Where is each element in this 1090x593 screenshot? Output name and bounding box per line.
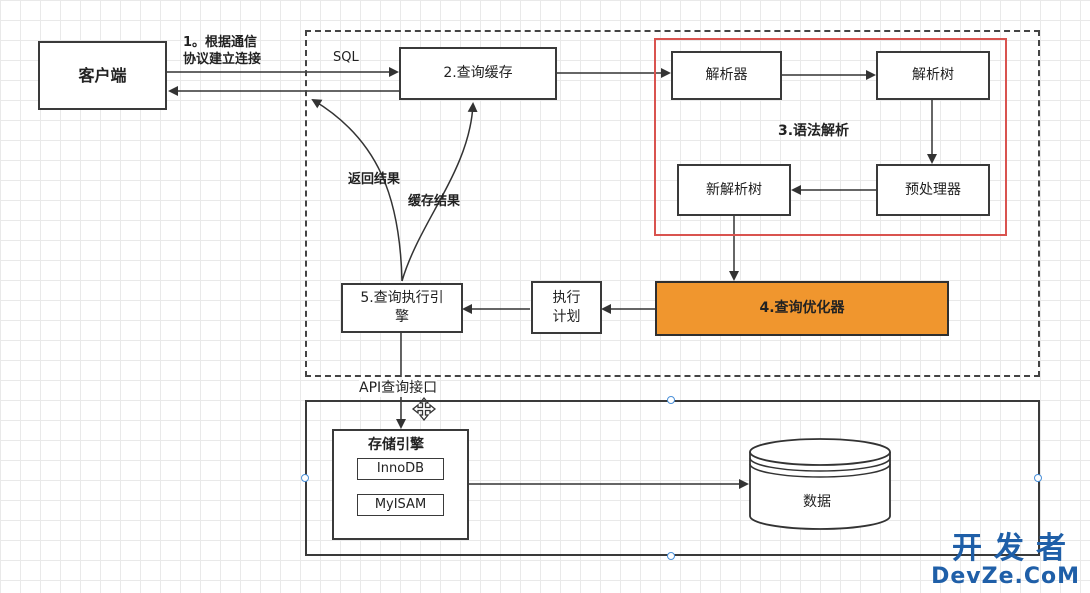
execution-engine-line2: 擎 bbox=[395, 309, 409, 325]
parse-tree-label: 解析树 bbox=[912, 67, 954, 84]
preprocessor-label: 预处理器 bbox=[905, 181, 961, 198]
client-box[interactable]: 客户端 bbox=[38, 41, 167, 110]
resize-handle-top[interactable] bbox=[667, 396, 675, 404]
execution-engine-line1: 5.查询执行引 bbox=[360, 290, 444, 307]
query-optimizer-label: 4.查询优化器 bbox=[759, 300, 845, 317]
resize-handle-bottom[interactable] bbox=[667, 552, 675, 560]
arrow-return-result-curve bbox=[311, 98, 403, 282]
client-label: 客户端 bbox=[78, 65, 127, 85]
server-boundary bbox=[305, 30, 1040, 377]
database-icon bbox=[749, 438, 891, 530]
storage-engine-box[interactable] bbox=[332, 429, 469, 540]
sql-label: SQL bbox=[333, 50, 359, 65]
step1-label: 1。根据通信 协议建立连接 bbox=[183, 35, 262, 67]
watermark-en: DevZe.CoM bbox=[931, 564, 1080, 589]
innodb-box[interactable]: InnoDB bbox=[357, 458, 444, 480]
execution-plan-line2: 计划 bbox=[552, 308, 581, 325]
storage-engine-label: 存储引擎 bbox=[368, 437, 424, 453]
parser-label: 解析器 bbox=[705, 67, 748, 84]
innodb-label: InnoDB bbox=[376, 461, 425, 477]
api-query-interface-label: API查询接口 bbox=[359, 377, 438, 397]
arrow-cache-result-curve bbox=[401, 102, 478, 282]
move-cursor-icon bbox=[411, 396, 437, 422]
syntax-parsing-label: 3.语法解析 bbox=[778, 123, 850, 139]
new-parse-tree-box[interactable]: 新解析树 bbox=[677, 164, 791, 216]
syntax-parsing-boundary bbox=[654, 38, 1007, 236]
execution-engine-box[interactable]: 5.查询执行引 擎 bbox=[341, 283, 463, 333]
parse-tree-box[interactable]: 解析树 bbox=[876, 51, 990, 100]
data-label: 数据 bbox=[803, 494, 831, 510]
execution-plan-box[interactable]: 执行 计划 bbox=[531, 281, 602, 334]
preprocessor-box[interactable]: 预处理器 bbox=[876, 164, 990, 216]
parser-box[interactable]: 解析器 bbox=[671, 51, 782, 100]
execution-plan-line1: 执行 bbox=[552, 289, 581, 306]
cache-result-label: 缓存结果 bbox=[408, 194, 461, 209]
myisam-label: MyISAM bbox=[374, 497, 427, 513]
query-cache-label: 2.查询缓存 bbox=[443, 65, 513, 82]
query-cache-box[interactable]: 2.查询缓存 bbox=[399, 47, 557, 100]
resize-handle-right[interactable] bbox=[1034, 474, 1042, 482]
query-optimizer-box[interactable]: 4.查询优化器 bbox=[655, 281, 949, 336]
new-parse-tree-label: 新解析树 bbox=[706, 181, 762, 198]
return-result-label: 返回结果 bbox=[348, 172, 401, 187]
myisam-box[interactable]: MyISAM bbox=[357, 494, 444, 516]
watermark-cn: 开发者 bbox=[952, 531, 1078, 566]
resize-handle-left[interactable] bbox=[301, 474, 309, 482]
